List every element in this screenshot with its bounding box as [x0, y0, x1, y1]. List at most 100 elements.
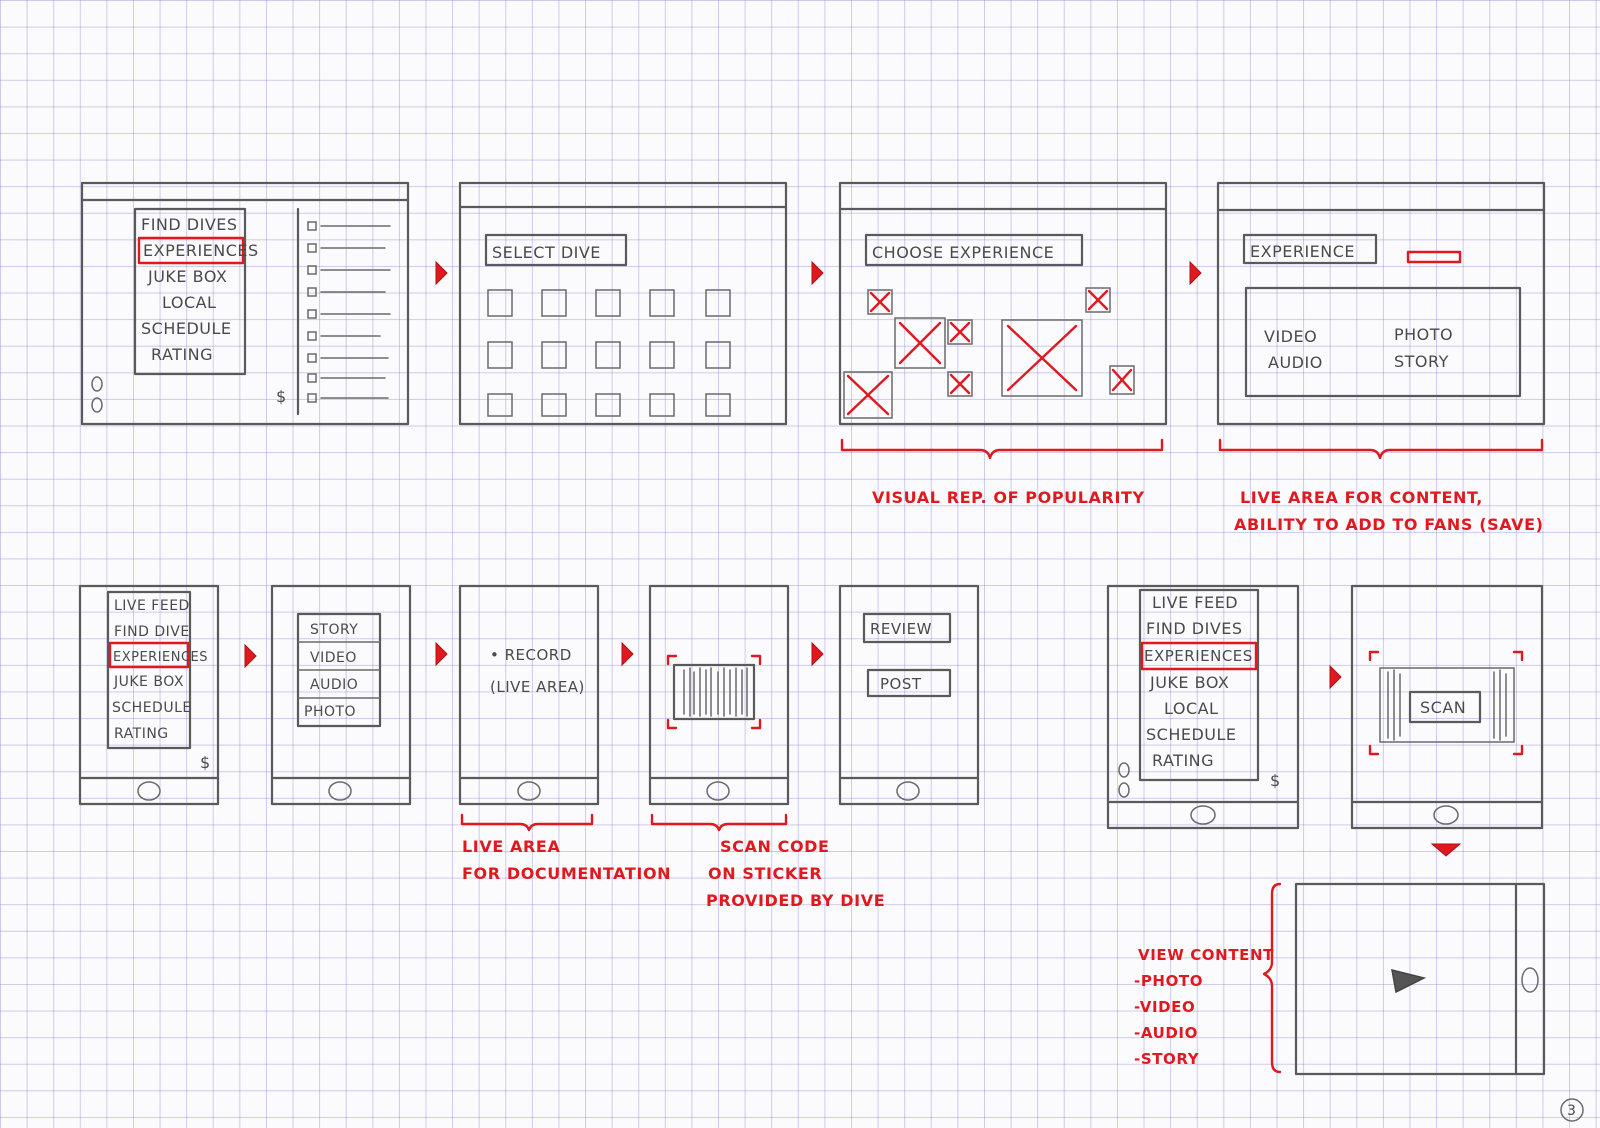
button-icon[interactable] — [91, 376, 103, 392]
menu-item[interactable]: FIND DIVE — [114, 624, 190, 640]
button-icon[interactable] — [1118, 782, 1130, 798]
phone-frame-scan: SCAN — [1350, 584, 1544, 830]
home-button-icon[interactable] — [896, 781, 920, 801]
view-content-item: -STORY — [1134, 1050, 1200, 1068]
add-to-fans-button[interactable] — [1406, 250, 1462, 264]
button-icon[interactable] — [1118, 762, 1130, 778]
flow-arrow-icon — [435, 641, 448, 667]
scan-button[interactable] — [1408, 690, 1482, 724]
content-type-video[interactable]: VIDEO — [1264, 327, 1317, 346]
menu-item[interactable]: LOCAL — [1164, 699, 1218, 718]
flow-arrow-icon — [435, 260, 448, 286]
home-button-icon[interactable] — [517, 781, 541, 801]
menu-item[interactable]: JUKE BOX — [1149, 673, 1229, 692]
dive-tile[interactable] — [541, 393, 567, 417]
dive-tile[interactable] — [705, 393, 731, 417]
menu-item[interactable]: LOCAL — [162, 293, 216, 312]
scan-frame-corners — [666, 654, 762, 730]
dollar-icon[interactable]: $ — [1270, 771, 1281, 790]
post-button[interactable] — [866, 668, 952, 698]
dive-tile[interactable] — [649, 289, 675, 317]
content-type-photo[interactable]: PHOTO — [1394, 325, 1453, 344]
menu-item[interactable]: RATING — [114, 726, 169, 742]
menu-item[interactable]: EXPERIENCES — [1144, 647, 1253, 665]
experience-tile[interactable] — [894, 317, 946, 369]
phone-frame-menu: LIVE FEED FIND DIVE EXPERIENCES JUKE BOX… — [78, 584, 220, 806]
desktop-frame-experience: EXPERIENCE VIDEO PHOTO AUDIO STORY — [1216, 181, 1546, 426]
dollar-icon[interactable]: $ — [276, 387, 287, 406]
dive-tile[interactable] — [595, 341, 621, 369]
menu-item[interactable]: PHOTO — [304, 704, 356, 720]
dollar-icon[interactable]: $ — [200, 753, 211, 772]
menu-panel — [106, 590, 192, 750]
menu-item[interactable]: AUDIO — [310, 677, 358, 693]
brace — [1262, 882, 1282, 1074]
menu-item[interactable]: JUKE BOX — [113, 674, 184, 690]
view-content-item: -AUDIO — [1134, 1024, 1198, 1042]
menu-item[interactable]: SCHEDULE — [141, 319, 232, 338]
menu-item[interactable]: SCHEDULE — [112, 700, 192, 716]
experience-tile[interactable] — [843, 371, 893, 419]
dive-tile[interactable] — [705, 289, 731, 317]
home-button-icon[interactable] — [1433, 805, 1459, 825]
list-column — [307, 221, 391, 403]
menu-item[interactable]: STORY — [310, 622, 358, 638]
dive-tile[interactable] — [649, 341, 675, 369]
menu-item[interactable]: EXPERIENCES — [113, 650, 208, 665]
dive-tile[interactable] — [541, 289, 567, 317]
dive-tile[interactable] — [541, 341, 567, 369]
home-button-icon[interactable] — [137, 781, 161, 801]
dive-tile[interactable] — [595, 289, 621, 317]
experience-tile[interactable] — [1001, 319, 1083, 397]
dive-tile[interactable] — [595, 393, 621, 417]
phone-frame-menu-alt: LIVE FEED FIND DIVES EXPERIENCES JUKE BO… — [1106, 584, 1300, 830]
menu-item[interactable]: EXPERIENCES — [143, 241, 259, 260]
menu-item[interactable]: SCHEDULE — [1146, 725, 1237, 744]
menu-item[interactable]: LIVE FEED — [1152, 593, 1238, 612]
view-content-item: -VIDEO — [1134, 998, 1195, 1016]
dive-tile[interactable] — [487, 341, 513, 369]
home-button-icon[interactable] — [706, 781, 730, 801]
experience-tile[interactable] — [1085, 287, 1111, 313]
menu-item[interactable]: LIVE FEED — [114, 598, 190, 614]
flow-arrow-icon — [244, 643, 257, 669]
annotation-documentation: FOR DOCUMENTATION — [462, 864, 671, 883]
menu-item[interactable]: RATING — [1152, 751, 1214, 770]
content-type-audio[interactable]: AUDIO — [1268, 353, 1323, 372]
desktop-frame-select-dive: SELECT DIVE — [458, 181, 788, 426]
dive-tile[interactable] — [649, 393, 675, 417]
barcode-lines — [683, 667, 748, 717]
home-button-icon[interactable] — [1521, 967, 1539, 993]
experience-tile[interactable] — [867, 289, 893, 315]
menu-item[interactable]: FIND DIVES — [1146, 619, 1243, 638]
scan-frame-corners — [1368, 650, 1524, 756]
page-title-box — [484, 233, 628, 267]
menu-item[interactable]: VIDEO — [310, 650, 357, 666]
experience-tile[interactable] — [1109, 365, 1135, 395]
camera-texture — [1387, 669, 1507, 741]
page-title: EXPERIENCE — [1250, 242, 1355, 261]
review-button[interactable] — [862, 612, 952, 644]
play-icon[interactable] — [1391, 968, 1427, 994]
page-number: 3 — [1560, 1098, 1584, 1122]
dive-tile[interactable] — [705, 341, 731, 369]
menu-item[interactable]: JUKE BOX — [147, 267, 227, 286]
experience-tile[interactable] — [947, 319, 973, 345]
experience-tile[interactable] — [947, 371, 973, 397]
menu-item[interactable]: RATING — [151, 345, 213, 364]
content-type-story[interactable]: STORY — [1394, 352, 1449, 371]
home-button-icon[interactable] — [328, 781, 352, 801]
record-option[interactable]: • RECORD — [490, 646, 572, 664]
home-button-icon[interactable] — [1190, 805, 1216, 825]
dive-tile[interactable] — [487, 393, 513, 417]
live-content-area[interactable] — [1244, 286, 1522, 398]
dive-tile[interactable] — [487, 289, 513, 317]
flow-arrow-icon — [1329, 664, 1342, 690]
annotation-documentation: LIVE AREA — [462, 837, 560, 856]
annotation-live-area: ABILITY TO ADD TO FANS (SAVE) — [1234, 515, 1544, 534]
popularity-tiles — [843, 287, 1135, 419]
menu-item[interactable]: FIND DIVES — [141, 215, 238, 234]
phone-frame-review-post: REVIEW POST — [838, 584, 980, 806]
button-icon[interactable] — [91, 397, 103, 413]
